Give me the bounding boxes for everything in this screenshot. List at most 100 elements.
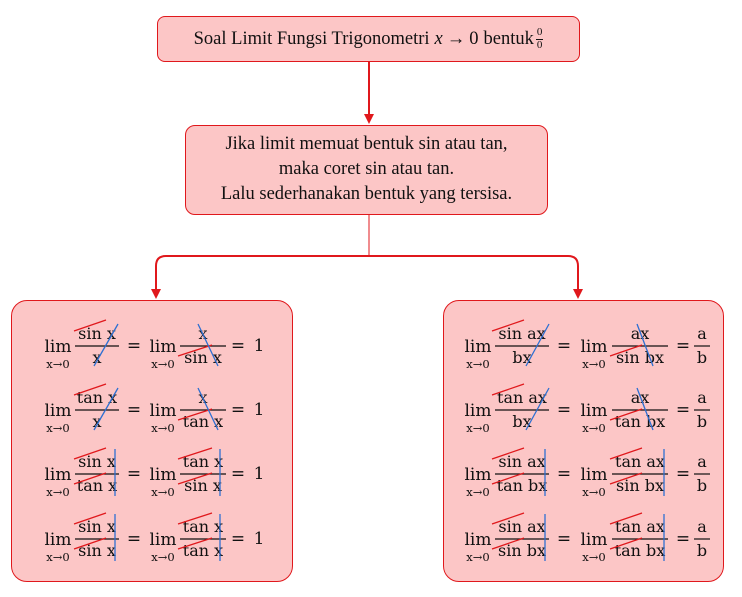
frac-lhs-numerator: sin x [78, 452, 116, 471]
lim-word: lim [465, 337, 492, 357]
frac-lhs-numerator: sin x [78, 324, 116, 343]
lim-subscript: x→0 [582, 550, 605, 564]
frac-rhs-numerator: tan ax [615, 452, 665, 471]
title-variable: x [434, 28, 443, 49]
frac-result-numerator: a [697, 517, 707, 536]
result-value: 1 [254, 529, 265, 549]
red-strike [177, 344, 213, 357]
frac-lhs-numerator: tan x [77, 388, 117, 407]
arrow-to-left-box [151, 255, 369, 299]
red-strike [491, 383, 525, 396]
lim-word: lim [581, 401, 608, 421]
equals-sign: = [127, 464, 141, 484]
lim-subscript: x→0 [466, 550, 489, 564]
red-strike [609, 447, 643, 460]
frac-result-numerator: a [697, 388, 707, 407]
blue-strike [93, 387, 119, 431]
frac-result-denominator: b [697, 476, 707, 495]
result-value: 1 [254, 400, 265, 420]
frac-lhs-numerator: sin ax [498, 324, 545, 343]
lim-subscript: x→0 [151, 485, 174, 499]
lim-word: lim [45, 465, 72, 485]
frac-lhs-denominator: sin bx [498, 541, 546, 560]
title-form-denominator: 0 [536, 38, 543, 51]
frac-result-denominator: b [697, 348, 707, 367]
lim-word: lim [150, 465, 177, 485]
equals-sign: = [557, 400, 571, 420]
equals-sign: = [231, 529, 245, 549]
red-strike [609, 537, 643, 550]
red-strike [609, 408, 643, 421]
lim-subscript: x→0 [151, 421, 174, 435]
frac-lhs-denominator: tan x [77, 476, 117, 495]
result-value: 1 [254, 464, 265, 484]
title-arrow: → [446, 28, 466, 49]
left-formula-box [11, 300, 293, 582]
frac-rhs-numerator: tan x [183, 452, 223, 471]
red-strike [73, 512, 107, 525]
equals-sign: = [676, 400, 690, 420]
equals-sign: = [676, 529, 690, 549]
red-strike [491, 319, 525, 332]
red-strike [177, 472, 213, 485]
red-strike [73, 472, 107, 485]
blue-strike [525, 387, 550, 431]
frac-rhs-denominator: tan bx [615, 412, 666, 431]
frac-rhs-denominator: sin x [184, 476, 222, 495]
lim-word: lim [465, 465, 492, 485]
frac-lhs-denominator: x [92, 348, 101, 367]
frac-rhs-denominator: tan bx [615, 541, 666, 560]
frac-rhs-numerator: tan ax [615, 517, 665, 536]
blue-strike [197, 387, 219, 431]
equals-sign: = [231, 464, 245, 484]
lim-subscript: x→0 [46, 485, 69, 499]
result-value: 1 [254, 336, 265, 356]
title-text: Soal Limit Fungsi Trigonometri [193, 28, 430, 49]
frac-lhs-denominator: bx [512, 348, 531, 367]
red-strike [177, 537, 213, 550]
frac-lhs-numerator: tan ax [497, 388, 547, 407]
lim-word: lim [150, 530, 177, 550]
title-limit-value: 0 [469, 28, 479, 49]
instruction-line-3: Lalu sederhanakan bentuk yang tersisa. [220, 184, 513, 204]
frac-result-denominator: b [697, 541, 707, 560]
frac-lhs-numerator: sin x [78, 517, 116, 536]
equals-sign: = [231, 400, 245, 420]
frac-rhs-denominator: tan x [183, 541, 223, 560]
lim-subscript: x→0 [466, 357, 489, 371]
equals-sign: = [676, 336, 690, 356]
frac-lhs-denominator: sin x [78, 541, 116, 560]
title-form-word: bentuk [483, 28, 534, 49]
frac-result-numerator: a [697, 324, 707, 343]
lim-subscript: x→0 [466, 421, 489, 435]
frac-rhs-numerator: tan x [183, 517, 223, 536]
blue-strike [636, 323, 654, 367]
frac-lhs-denominator: bx [512, 412, 531, 431]
equals-sign: = [557, 529, 571, 549]
lim-subscript: x→0 [46, 357, 69, 371]
lim-subscript: x→0 [46, 421, 69, 435]
equals-sign: = [557, 336, 571, 356]
equals-sign: = [231, 336, 245, 356]
lim-subscript: x→0 [46, 550, 69, 564]
equals-sign: = [127, 400, 141, 420]
lim-word: lim [45, 530, 72, 550]
equals-sign: = [127, 336, 141, 356]
lim-word: lim [45, 337, 72, 357]
instruction-line-1: Jika limit memuat bentuk sin atau tan, [225, 134, 508, 154]
frac-rhs-denominator: tan x [183, 412, 223, 431]
title-form-numerator: 0 [535, 25, 544, 40]
red-strike [177, 408, 213, 421]
blue-strike [93, 323, 119, 367]
right-formula-box [443, 300, 724, 582]
red-strike [73, 319, 107, 332]
red-strike [177, 447, 213, 460]
